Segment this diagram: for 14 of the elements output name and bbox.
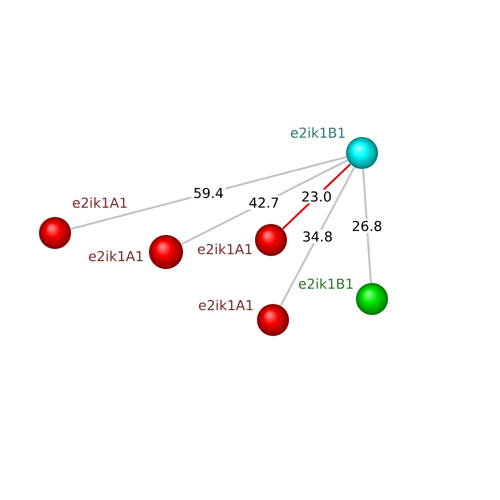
connector-line: [280, 166, 356, 306]
connector-line: [70, 156, 346, 230]
node-label: e2ik1A1: [72, 197, 127, 208]
edge-label: 42.7: [247, 196, 282, 210]
edge-label: 26.8: [350, 219, 384, 233]
node-label: e2ik1B1: [290, 127, 345, 138]
node-label: e2ik1A1: [198, 244, 252, 254]
node-label: e2ik1B1: [298, 278, 353, 289]
node-label: e2ik1A1: [88, 250, 143, 262]
node-label: e2ik1A1: [198, 300, 253, 310]
connector-line: [362, 169, 372, 283]
edge-label: 34.8: [300, 230, 335, 244]
edge-label: 59.4: [192, 186, 226, 200]
edge-label: 23.0: [300, 190, 334, 204]
